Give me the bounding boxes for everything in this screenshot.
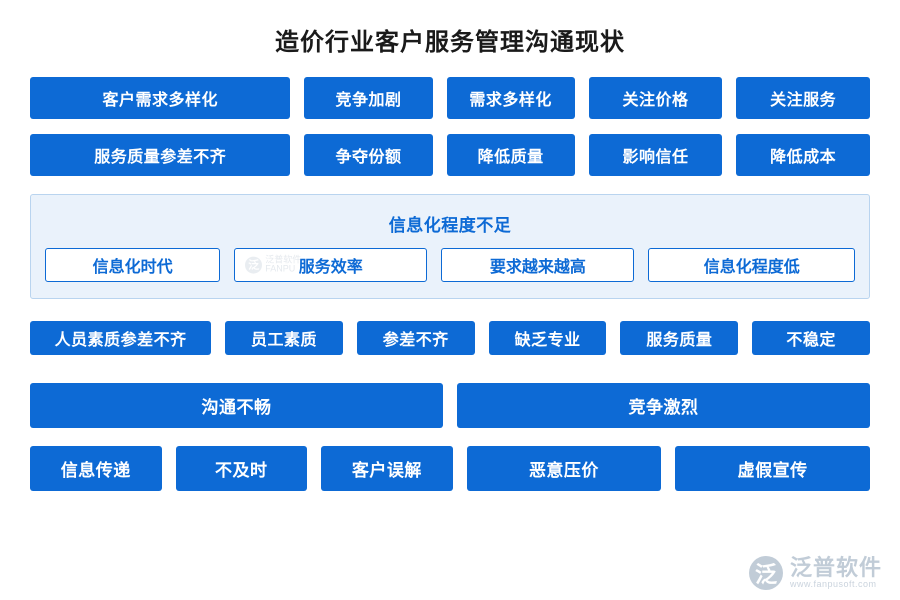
chip-row2-0[interactable]: 服务质量参差不齐 bbox=[30, 134, 291, 176]
fanpu-brand-name: 泛普软件 bbox=[789, 554, 882, 580]
chip-row4-0[interactable]: 人员素质参差不齐 bbox=[30, 321, 212, 355]
chip-row6-1[interactable]: 不及时 bbox=[175, 446, 308, 491]
chip-row2-4[interactable]: 降低成本 bbox=[736, 134, 870, 176]
chip-row6-4[interactable]: 虚假宣传 bbox=[675, 446, 870, 491]
fanpu-mark-inline: 泛 bbox=[245, 256, 263, 274]
chip-row4-3[interactable]: 缺乏专业 bbox=[488, 321, 607, 355]
fanpu-watermark-inline-text: 泛普软件 FANPU bbox=[265, 254, 302, 275]
fanpu-brand-url: www.fanpusoft.com bbox=[789, 579, 877, 590]
panel-informatization: 信息化程度不足 信息化时代 泛 泛普软件 FANPU 服务效率 要求越来越高 信… bbox=[30, 194, 870, 299]
chip-row4-2[interactable]: 参差不齐 bbox=[356, 321, 475, 355]
row-service-quality: 服务质量参差不齐 争夺份额 降低质量 影响信任 降低成本 bbox=[30, 134, 870, 176]
chip-row2-3[interactable]: 影响信任 bbox=[588, 134, 723, 176]
chip-row4-4[interactable]: 服务质量 bbox=[620, 321, 739, 355]
chip-row6-0[interactable]: 信息传递 bbox=[30, 446, 162, 491]
panel-chip-1-label: 服务效率 bbox=[298, 259, 363, 276]
fanpu-watermark-inline-icon: 泛 泛普软件 FANPU bbox=[245, 254, 302, 275]
row-bottom-details: 信息传递 不及时 客户误解 恶意压价 虚假宣传 bbox=[30, 446, 870, 491]
row-customer-demand: 客户需求多样化 竞争加剧 需求多样化 关注价格 关注服务 bbox=[30, 77, 870, 119]
chip-row5-1[interactable]: 竞争激烈 bbox=[457, 383, 870, 428]
fanpu-watermark: 泛 泛普软件 www.fanpusoft.com bbox=[748, 554, 882, 590]
diagram-body: 客户需求多样化 竞争加剧 需求多样化 关注价格 关注服务 服务质量参差不齐 争夺… bbox=[0, 77, 900, 491]
chip-row6-3[interactable]: 恶意压价 bbox=[466, 446, 662, 491]
row-headings: 沟通不畅 竞争激烈 bbox=[30, 383, 870, 428]
panel-chip-3[interactable]: 信息化程度低 bbox=[648, 248, 855, 282]
chip-row2-2[interactable]: 降低质量 bbox=[446, 134, 575, 176]
chip-row4-5[interactable]: 不稳定 bbox=[752, 321, 870, 355]
fanpu-inline-line1: 泛普软件 bbox=[265, 254, 302, 265]
chip-row4-1[interactable]: 员工素质 bbox=[225, 321, 343, 355]
chip-row1-1[interactable]: 竞争加剧 bbox=[304, 77, 433, 119]
panel-items: 信息化时代 泛 泛普软件 FANPU 服务效率 要求越来越高 信息化程度低 bbox=[45, 248, 855, 282]
chip-row1-0[interactable]: 客户需求多样化 bbox=[30, 77, 291, 119]
panel-chip-2[interactable]: 要求越来越高 bbox=[441, 248, 635, 282]
chip-row1-4[interactable]: 关注服务 bbox=[736, 77, 870, 119]
chip-row5-0[interactable]: 沟通不畅 bbox=[30, 383, 443, 428]
fanpu-watermark-text: 泛普软件 www.fanpusoft.com bbox=[789, 554, 882, 590]
row-staff-quality: 人员素质参差不齐 员工素质 参差不齐 缺乏专业 服务质量 不稳定 bbox=[30, 321, 870, 355]
chip-row1-2[interactable]: 需求多样化 bbox=[446, 77, 575, 119]
chip-row1-3[interactable]: 关注价格 bbox=[588, 77, 723, 119]
panel-title: 信息化程度不足 bbox=[388, 216, 512, 235]
panel-chip-0[interactable]: 信息化时代 bbox=[45, 248, 221, 282]
chip-row6-2[interactable]: 客户误解 bbox=[321, 446, 453, 491]
page-title: 造价行业客户服务管理沟通现状 bbox=[275, 29, 625, 56]
fanpu-inline-line2: FANPU bbox=[265, 264, 296, 274]
panel-chip-1[interactable]: 泛 泛普软件 FANPU 服务效率 bbox=[234, 248, 428, 282]
chip-row2-1[interactable]: 争夺份额 bbox=[304, 134, 433, 176]
fanpu-logo-icon: 泛 bbox=[748, 555, 783, 590]
